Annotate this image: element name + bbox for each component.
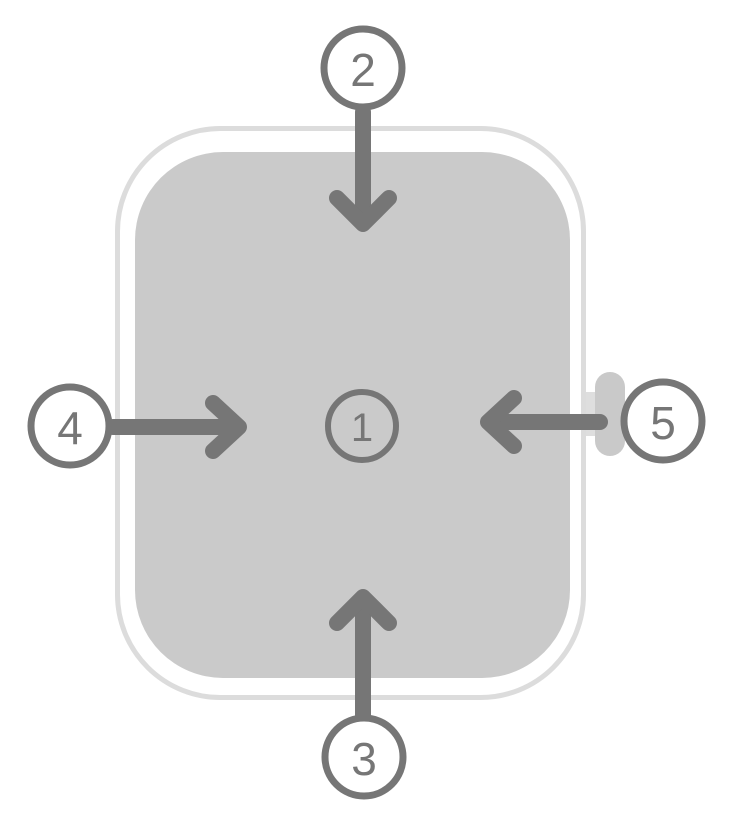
callout-2[interactable]: 2 — [320, 25, 406, 111]
callout-5-circle — [620, 378, 706, 464]
arrow-right-callout-4 — [105, 395, 247, 459]
arrow-down-callout-2 — [329, 104, 397, 232]
watch-device-group — [115, 126, 625, 700]
callout-4[interactable]: 4 — [27, 383, 113, 469]
callout-5[interactable]: 5 — [620, 378, 706, 464]
callout-3-label: 3 — [351, 733, 377, 785]
callout-3[interactable]: 3 — [321, 714, 407, 800]
callout-1-label: 1 — [351, 406, 373, 450]
callout-1[interactable]: 1 — [325, 389, 399, 463]
watch-screen — [135, 152, 570, 678]
callout-3-circle — [321, 714, 407, 800]
callout-arrows-group — [105, 104, 608, 723]
callout-4-circle — [27, 383, 113, 469]
digital-crown — [595, 372, 625, 456]
arrow-up-callout-3 — [329, 589, 397, 723]
callout-5-label: 5 — [650, 397, 676, 449]
callout-1-circle — [325, 389, 399, 463]
callout-2-circle — [320, 25, 406, 111]
callout-2-label: 2 — [350, 44, 376, 96]
arrow-left-callout-5 — [480, 390, 608, 454]
callout-4-label: 4 — [57, 402, 83, 454]
